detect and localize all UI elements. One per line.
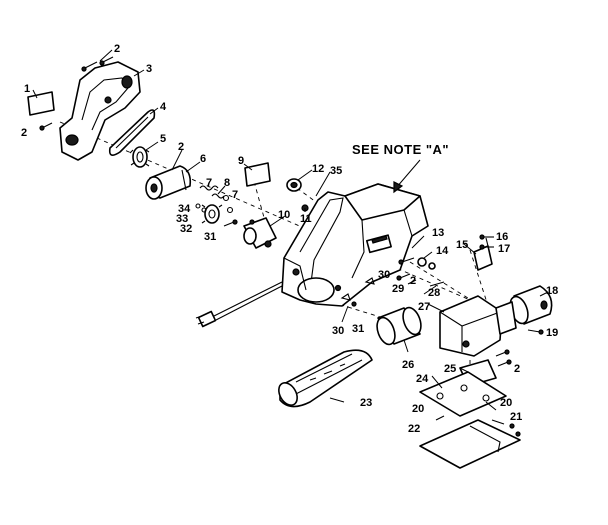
part-23-sanding-belt xyxy=(278,349,373,408)
part-31-screw xyxy=(223,219,238,227)
label-part-number: 23 xyxy=(360,397,372,409)
label-part-number: 8 xyxy=(224,177,230,189)
label-part-number: 32 xyxy=(180,223,192,235)
label-part-number: 34 xyxy=(178,203,191,215)
label-part-number: 29 xyxy=(392,283,404,295)
label-part-number: 6 xyxy=(200,153,206,165)
part-15-bracket xyxy=(473,237,493,271)
part-2-screws-lower xyxy=(407,279,512,367)
label-part-number: 14 xyxy=(436,245,449,257)
part-19-screw xyxy=(527,329,544,335)
part-30-clips xyxy=(340,277,375,307)
part-3-belt-guard xyxy=(59,61,141,161)
label-part-number: 20 xyxy=(412,403,424,415)
centerline-15 xyxy=(469,249,491,313)
label-part-number: 5 xyxy=(160,133,166,145)
label-part-number: 21 xyxy=(510,411,522,423)
part-24-platen xyxy=(419,371,507,417)
part-20-21-fasteners xyxy=(435,401,521,437)
part-11-12-knob xyxy=(286,178,309,212)
label-part-number: 7 xyxy=(232,189,238,201)
part-1-label-plate xyxy=(27,91,55,116)
part-22-pad xyxy=(419,419,521,469)
part-4-drive-belt xyxy=(108,109,156,156)
label-part-number: 16 xyxy=(496,231,508,243)
label-part-number: 30 xyxy=(378,269,390,281)
label-part-number: 24 xyxy=(416,373,429,385)
label-part-number: 35 xyxy=(330,165,342,177)
label-part-number: 25 xyxy=(444,363,456,375)
label-part-number: 7 xyxy=(206,177,212,189)
label-part-number: 33 xyxy=(176,213,188,225)
part-9-label-plate xyxy=(244,162,271,187)
part-10-switch xyxy=(243,217,277,249)
label-part-number: 30 xyxy=(332,325,344,337)
part-28-29-pins xyxy=(396,273,445,287)
label-part-number: 28 xyxy=(428,287,440,299)
label-part-number: 11 xyxy=(300,213,312,225)
label-part-number: 2 xyxy=(410,275,416,287)
label-part-number: 3 xyxy=(146,63,152,75)
leader-lines xyxy=(32,49,549,403)
label-part-number: 27 xyxy=(418,301,430,313)
label-part-number: 1 xyxy=(24,83,30,95)
label-part-number: 4 xyxy=(160,101,167,113)
label-part-number: 31 xyxy=(352,323,364,335)
part-6-pulley-assembly xyxy=(145,165,192,200)
label-part-number: 15 xyxy=(456,239,468,251)
label-part-number: 22 xyxy=(408,423,420,435)
label-part-number: 26 xyxy=(402,359,414,371)
part-16-17-screws xyxy=(479,234,494,250)
label-part-number: 2 xyxy=(178,141,184,153)
label-part-number: 17 xyxy=(498,243,510,255)
label-part-number: 20 xyxy=(500,397,512,409)
label-part-number: 31 xyxy=(204,231,216,243)
label-part-number: 9 xyxy=(238,155,244,167)
see-note-arrow-line xyxy=(395,159,421,189)
label-part-number: 12 xyxy=(312,163,324,175)
part-7-8-springs xyxy=(199,185,234,214)
part-26-drum xyxy=(376,306,422,346)
see-note-callout: SEE NOTE "A" xyxy=(352,142,449,194)
power-cord xyxy=(195,281,283,328)
part-32-34-gears xyxy=(195,203,223,224)
see-note-arrowhead xyxy=(393,181,404,194)
part-2-screws xyxy=(39,56,114,131)
label-part-number: 19 xyxy=(546,327,558,339)
centerline-main xyxy=(59,121,471,301)
label-part-number: 13 xyxy=(432,227,444,239)
part-labels: 1 2 2 3 4 5 2 6 7 8 7 9 10 11 12 35 34 3… xyxy=(21,43,558,435)
part-5-pulley xyxy=(129,146,150,168)
main-housing xyxy=(281,183,429,307)
label-part-number: 2 xyxy=(114,43,120,55)
label-part-number: 18 xyxy=(546,285,558,297)
label-part-number: 2 xyxy=(514,363,520,375)
part-13-14-fasteners xyxy=(398,257,436,270)
label-part-number: 2 xyxy=(21,127,27,139)
part-27-frame xyxy=(439,295,517,357)
label-part-number: 10 xyxy=(278,209,290,221)
see-note-text: SEE NOTE "A" xyxy=(352,142,449,157)
